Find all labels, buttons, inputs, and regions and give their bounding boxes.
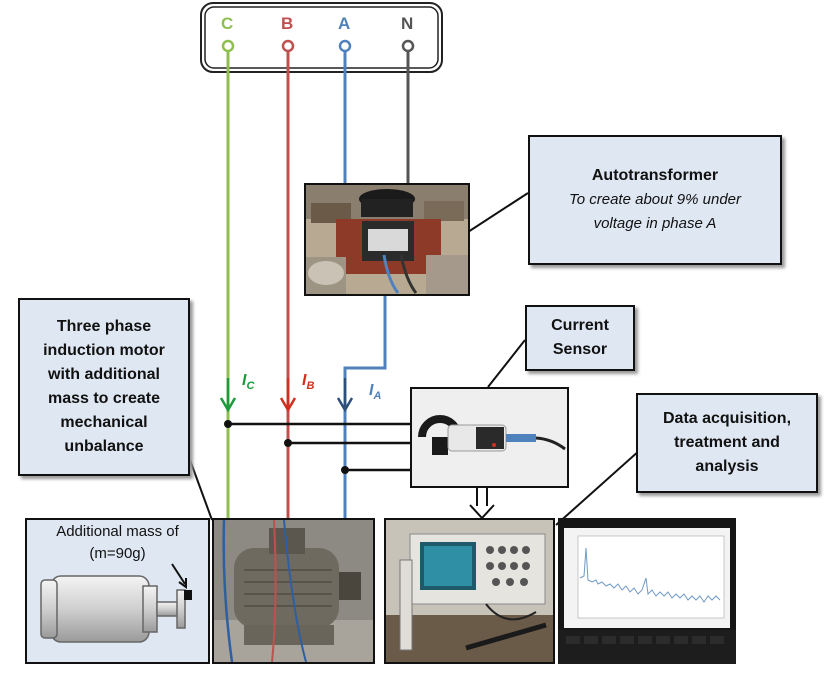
daq-pointer	[555, 449, 641, 526]
motor-photo	[212, 518, 375, 664]
terminal-b	[281, 39, 295, 53]
motor-line4: mass to create	[47, 390, 161, 407]
autotransformer-title: Autotransformer	[591, 167, 719, 184]
current-label-c: IC	[242, 372, 255, 393]
junction-b	[284, 439, 292, 447]
sensor-line1: Current	[551, 317, 609, 334]
mass-line1: Additional mass of	[56, 523, 179, 540]
phase-label-n: N	[401, 14, 414, 33]
autotransformer-line2: voltage in phase A	[593, 215, 717, 232]
motor-line2: induction motor	[43, 342, 165, 359]
terminal-a	[338, 39, 352, 53]
motor-callout: Three phase induction motor with additio…	[18, 298, 190, 476]
autotransformer-line1: To create about 9% under	[568, 191, 742, 208]
motor-line3: with additional	[48, 366, 160, 383]
motor-line1: Three phase	[56, 318, 152, 335]
current-label-a: IA	[369, 382, 382, 403]
motor-mass-drawing	[40, 563, 192, 643]
junction-a	[341, 466, 349, 474]
autotransformer-photo	[304, 183, 470, 296]
phase-label-a: A	[338, 14, 351, 33]
additional-mass-panel: Additional mass of (m=90g)	[25, 518, 210, 664]
daq-line3: analysis	[695, 458, 759, 475]
mass-line2: (m=90g)	[89, 545, 146, 562]
daq-line1: Data acquisition,	[662, 410, 792, 427]
supply-box-outer	[200, 2, 443, 73]
oscilloscope-photo	[384, 518, 555, 664]
motor-line6: unbalance	[64, 438, 144, 455]
phase-a-wire-out	[343, 295, 387, 520]
signal-arrow	[469, 488, 495, 520]
data-acquisition-callout: Data acquisition, treatment and analysis	[636, 393, 818, 493]
phase-label-b: B	[281, 14, 294, 33]
junction-c	[224, 420, 232, 428]
sensor-line2: Sensor	[552, 341, 608, 358]
daq-line2: treatment and	[674, 434, 780, 451]
sensor-pointer	[487, 339, 526, 388]
supply-box-inner	[204, 6, 439, 69]
current-sensor-callout: Current Sensor	[525, 305, 635, 371]
motor-line5: mechanical	[60, 414, 148, 431]
terminal-n	[401, 39, 415, 53]
current-sensor-photo	[410, 387, 569, 488]
current-arrow-a	[336, 378, 354, 413]
current-arrow-c	[219, 378, 237, 413]
autotransformer-pointer	[467, 192, 529, 233]
phase-label-c: C	[221, 14, 234, 33]
terminal-c	[221, 39, 235, 53]
current-arrow-b	[279, 378, 297, 413]
motor-pointer	[189, 459, 213, 521]
current-label-b: IB	[302, 372, 315, 393]
laptop-photo	[558, 518, 736, 664]
autotransformer-callout: Autotransformer To create about 9% under…	[528, 135, 782, 265]
